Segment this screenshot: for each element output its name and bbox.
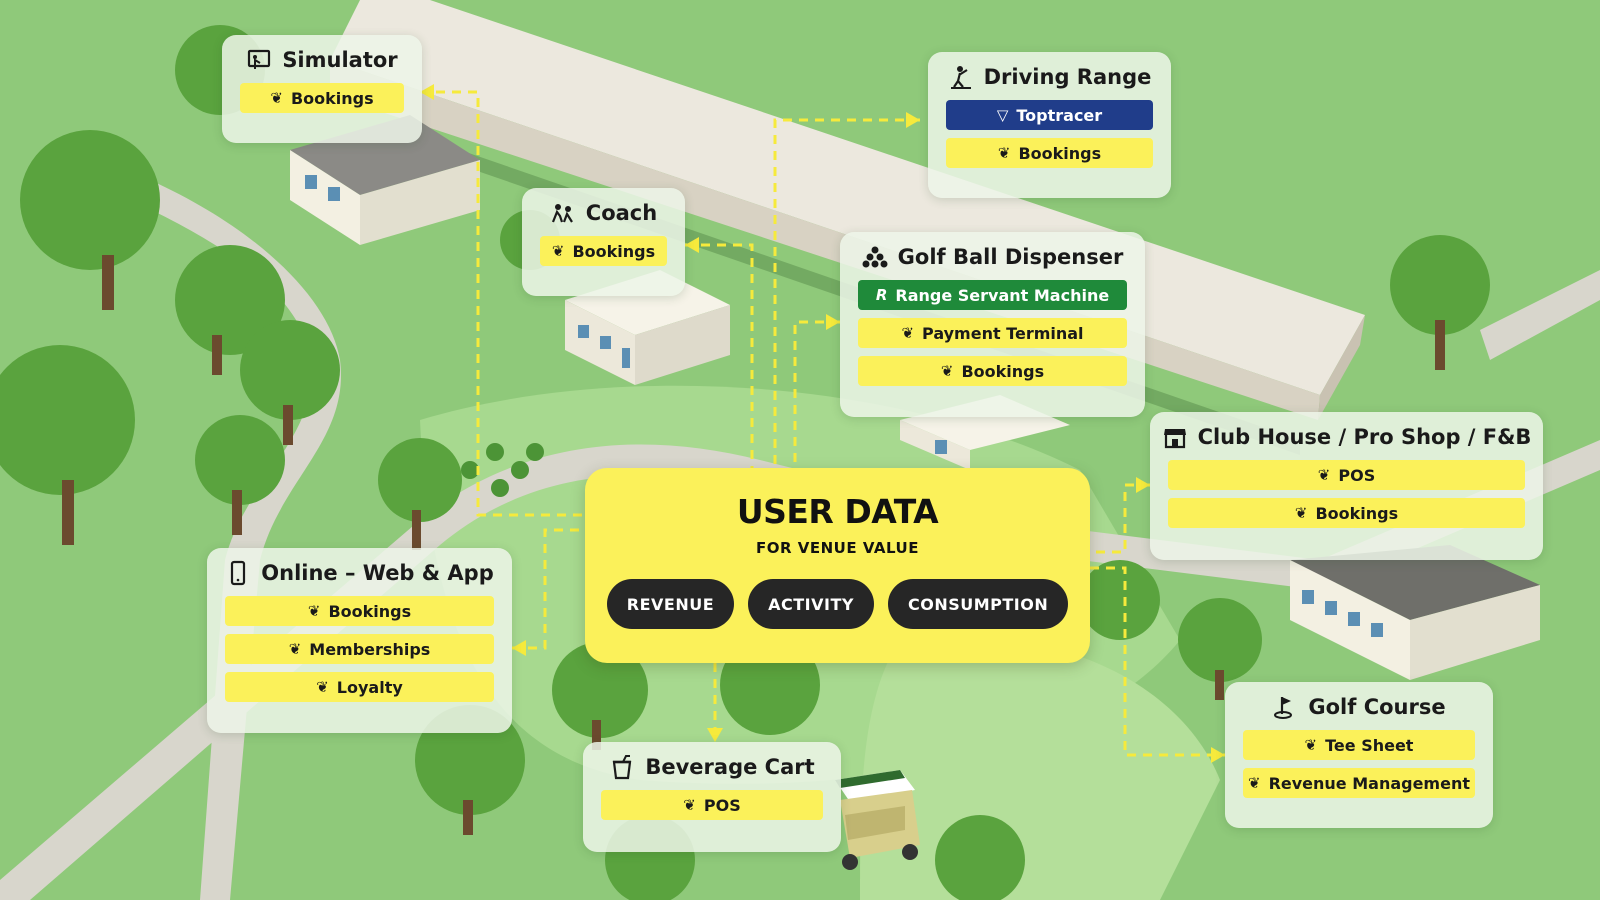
revenue-management-pill[interactable]: ❦Revenue Management	[1243, 768, 1475, 798]
online-title: Online – Web & App	[261, 561, 494, 585]
beverage-cart-pos-pill[interactable]: ❦POS	[601, 790, 823, 820]
revenue-button[interactable]: REVENUE	[606, 579, 735, 629]
activity-button[interactable]: ACTIVITY	[748, 579, 874, 629]
hub-title: USER DATA	[736, 492, 939, 531]
hub-metrics: REVENUE ACTIVITY CONSUMPTION	[585, 579, 1090, 629]
brand-mark-icon: ❦	[1317, 465, 1331, 484]
payment-terminal-pill[interactable]: ❦Payment Terminal	[858, 318, 1127, 348]
hub-subtitle: FOR VENUE VALUE	[756, 539, 919, 557]
user-data-hub: USER DATA FOR VENUE VALUE REVENUE ACTIVI…	[585, 468, 1090, 663]
storefront-icon	[1162, 424, 1188, 450]
golf-course-card: Golf Course ❦Tee Sheet ❦Revenue Manageme…	[1225, 682, 1493, 828]
coach-bookings-pill[interactable]: ❦Bookings	[540, 236, 667, 266]
loyalty-pill[interactable]: ❦Loyalty	[225, 672, 494, 702]
simulator-screen-icon	[246, 47, 272, 73]
simulator-bookings-pill[interactable]: ❦Bookings	[240, 83, 404, 113]
toptracer-logo-icon: ▽	[996, 105, 1009, 124]
dispenser-bookings-pill[interactable]: ❦Bookings	[858, 356, 1127, 386]
driving-range-bookings-pill[interactable]: ❦Bookings	[946, 138, 1153, 168]
brand-mark-icon: ❦	[551, 241, 565, 260]
beverage-cart-title: Beverage Cart	[645, 755, 815, 779]
smartphone-icon	[225, 560, 251, 586]
club-house-pos-pill[interactable]: ❦POS	[1168, 460, 1525, 490]
drink-cup-icon	[609, 754, 635, 780]
driving-range-card: Driving Range ▽Toptracer ❦Bookings	[928, 52, 1171, 198]
online-bookings-pill[interactable]: ❦Bookings	[225, 596, 494, 626]
coach-icon	[550, 200, 576, 226]
golf-balls-icon	[862, 244, 888, 270]
toptracer-pill[interactable]: ▽Toptracer	[946, 100, 1153, 130]
consumption-button[interactable]: CONSUMPTION	[887, 579, 1069, 629]
club-house-card: Club House / Pro Shop / F&B ❦POS ❦Bookin…	[1150, 412, 1543, 560]
brand-mark-icon: ❦	[288, 639, 302, 658]
golf-ball-dispenser-title: Golf Ball Dispenser	[897, 245, 1124, 269]
golfer-swing-icon	[948, 64, 974, 90]
brand-mark-icon: ❦	[940, 361, 954, 380]
brand-mark-icon: ❦	[1304, 735, 1318, 754]
driving-range-title: Driving Range	[983, 65, 1152, 89]
brand-mark-icon: ❦	[316, 677, 329, 696]
club-house-title: Club House / Pro Shop / F&B	[1197, 425, 1532, 449]
club-house-bookings-pill[interactable]: ❦Bookings	[1168, 498, 1525, 528]
club-house-building	[1290, 545, 1540, 680]
simulator-title: Simulator	[282, 48, 398, 72]
online-card: Online – Web & App ❦Bookings ❦Membership…	[207, 548, 512, 733]
brand-mark-icon: ❦	[307, 601, 321, 620]
coach-title: Coach	[585, 201, 658, 225]
brand-mark-icon: ❦	[270, 88, 283, 107]
memberships-pill[interactable]: ❦Memberships	[225, 634, 494, 664]
brand-mark-icon: ❦	[1247, 773, 1261, 792]
brand-mark-icon: ❦	[683, 795, 696, 814]
brand-mark-icon: ❦	[997, 143, 1011, 162]
golf-flag-icon	[1272, 694, 1298, 720]
tee-sheet-pill[interactable]: ❦Tee Sheet	[1243, 730, 1475, 760]
brand-mark-icon: ❦	[1294, 503, 1308, 522]
simulator-card: Simulator ❦Bookings	[222, 35, 422, 143]
beverage-cart-card: Beverage Cart ❦POS	[583, 742, 841, 852]
golf-course-title: Golf Course	[1308, 695, 1446, 719]
range-servant-logo-icon: R	[875, 285, 888, 304]
coach-card: Coach ❦Bookings	[522, 188, 685, 296]
golf-cart-illustration	[835, 770, 920, 870]
brand-mark-icon: ❦	[901, 323, 915, 342]
